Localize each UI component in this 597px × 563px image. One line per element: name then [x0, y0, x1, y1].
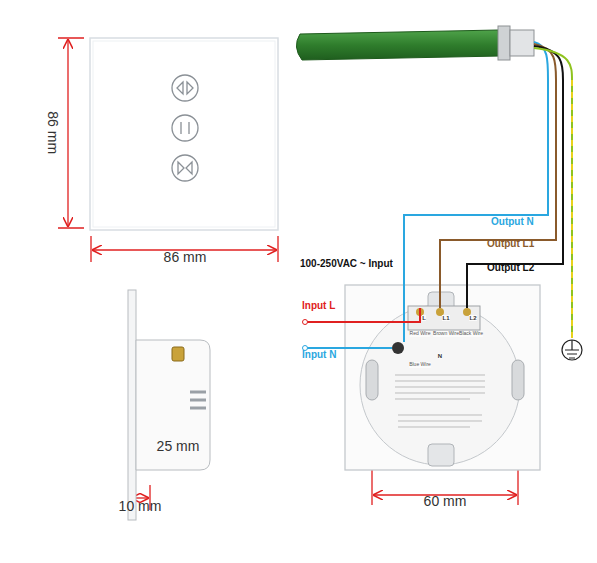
wires [303, 42, 573, 351]
terminal-name: L1 [442, 315, 449, 322]
dimension: 86 mm [44, 112, 59, 155]
ground-symbol [562, 340, 582, 360]
wire-name: Brown Wire [433, 331, 459, 337]
terminal-name: N [438, 353, 442, 360]
wire-name: Black Wire [459, 331, 483, 337]
tubular-motor [296, 26, 534, 60]
terminal-name: L2 [469, 315, 476, 322]
supply-note: 100-250VAC ~ Input [300, 258, 393, 269]
wire-name: Blue Wire [409, 362, 431, 368]
signal-name: Output L2 [487, 262, 534, 273]
rear-plate [345, 285, 540, 470]
wire-name: Red Wire [410, 331, 431, 337]
dimension: 86 mm [164, 250, 207, 265]
dimension: 60 mm [424, 494, 467, 509]
front-panel [90, 38, 278, 230]
signal-name: Output L1 [487, 238, 534, 249]
signal-name: Input N [302, 349, 336, 360]
signal-name: Output N [491, 216, 534, 227]
dimension: 25 mm [157, 439, 200, 454]
signal-name: Input L [302, 300, 335, 311]
terminal-name: L [422, 315, 426, 322]
dimension: 10 mm [119, 499, 162, 514]
side-view [128, 290, 210, 520]
